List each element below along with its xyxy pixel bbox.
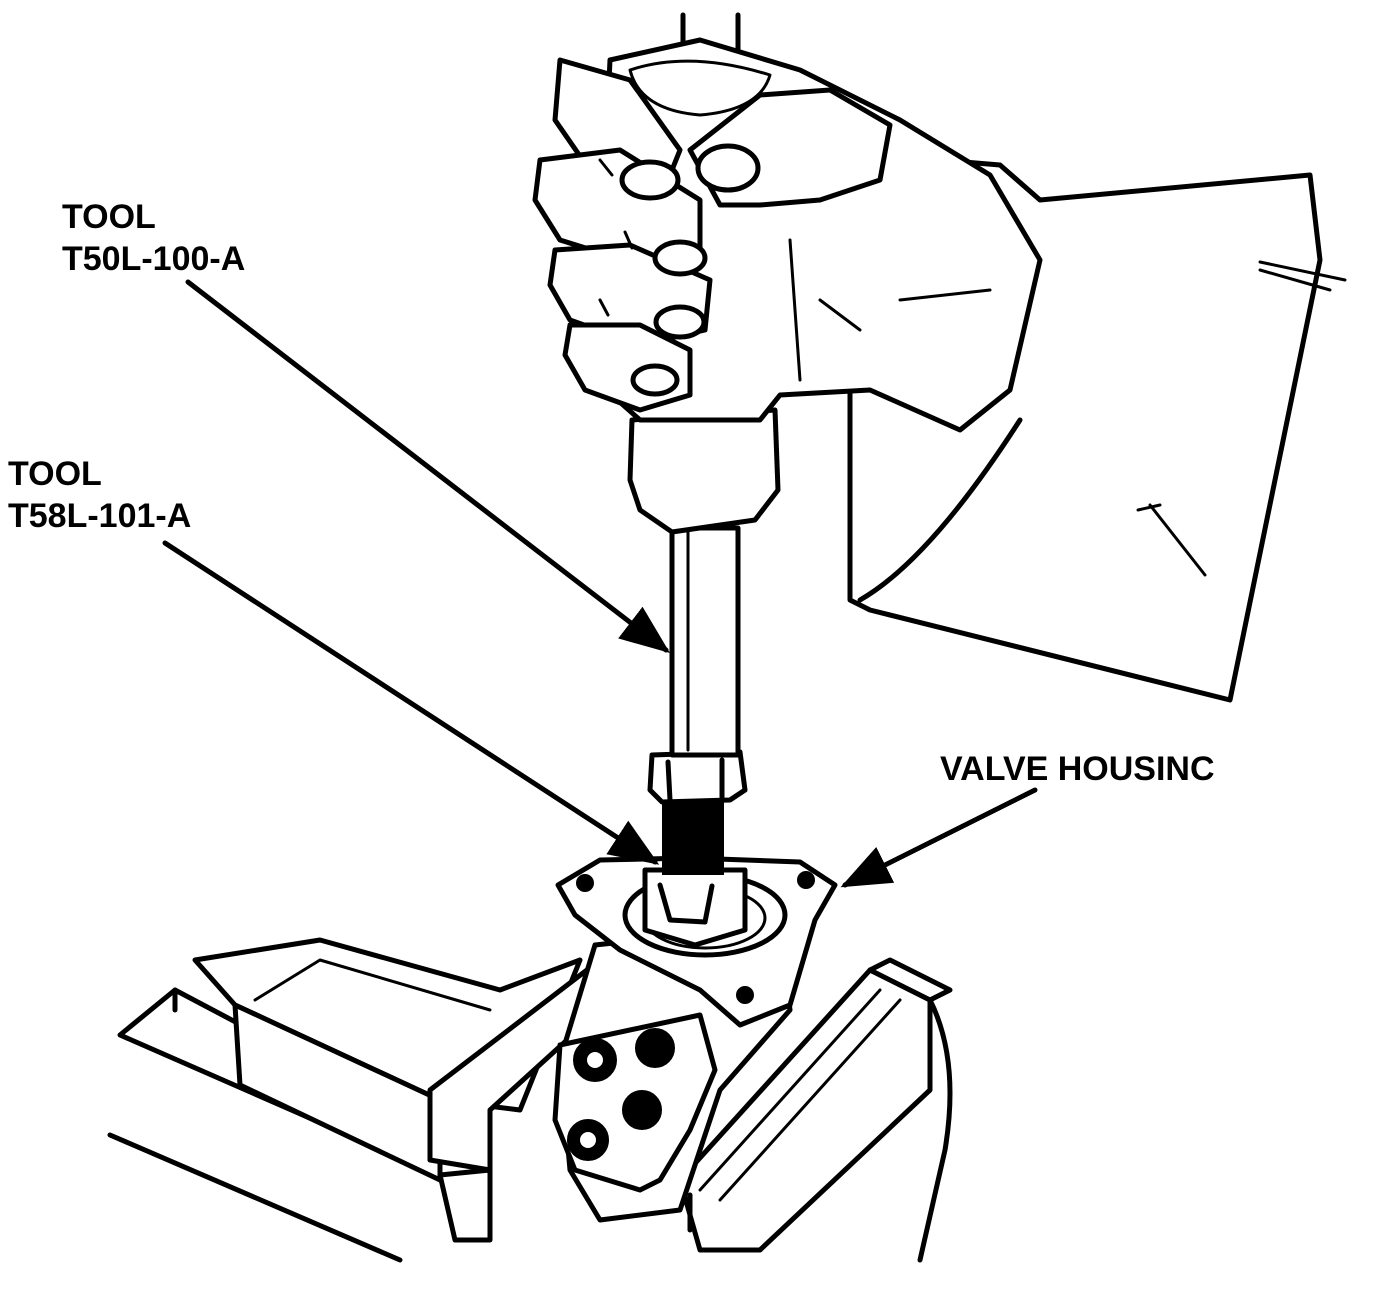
adapter-nut — [642, 867, 748, 948]
sleeve-crease — [1148, 503, 1207, 577]
knuckle-mark-1 — [598, 158, 614, 177]
label-valve-housing: VALVE HOUSINC — [940, 750, 1215, 788]
port-hole-3 — [622, 1090, 662, 1130]
knuckle-mark-3 — [598, 298, 610, 317]
port-hole-2 — [635, 1028, 675, 1068]
tool-t58l-101-a — [642, 790, 748, 948]
fingernail-3 — [653, 304, 707, 340]
leader-valve-housing — [840, 787, 1038, 888]
tool-t50l-100-a — [627, 12, 781, 805]
label-tool2-line1: TOOL — [8, 455, 102, 493]
label-tool1-line2: T50L-100-A — [62, 240, 245, 278]
callout-leaders — [162, 279, 1038, 888]
slide-hammer-shaft — [669, 525, 741, 758]
fingernail-4 — [630, 363, 680, 397]
adapter-nut-flat — [657, 882, 715, 925]
sleeve-crease-tip — [1136, 503, 1162, 512]
vise-right-jaw-line — [698, 988, 882, 1192]
hex-edge-1 — [665, 759, 673, 803]
flange-bolt-hole-bottom — [736, 986, 754, 1004]
vise-jaw-inner-line — [253, 958, 492, 1012]
port-hole-4-center — [580, 1132, 596, 1148]
hand-gripping-tool — [532, 37, 1347, 703]
bench-line — [107, 1132, 403, 1263]
flange-bolt-hole-left — [576, 874, 594, 892]
leader-tool-t58l-101-a — [162, 540, 660, 865]
slide-hammer-hex-nut — [647, 749, 748, 805]
sleeve-wrinkle-2 — [1258, 268, 1332, 292]
label-tool1-line1: TOOL — [62, 198, 156, 236]
palm-crease-3 — [898, 288, 992, 302]
fingernail-2 — [652, 239, 708, 277]
palm-crease-1 — [788, 238, 802, 382]
thumbnail — [695, 143, 761, 193]
label-tool2-line2: T58L-101-A — [8, 497, 191, 535]
vise-left-jaw-foot — [437, 1167, 493, 1243]
fingernail-1 — [619, 159, 681, 201]
slide-hammer-handle — [627, 407, 781, 535]
sleeve-wrinkle — [1258, 260, 1347, 282]
knuckle-mark-2 — [623, 230, 634, 250]
leader-tool-t50l-100-a — [185, 279, 670, 654]
wrist-line — [857, 417, 1023, 603]
vise-right-body — [917, 997, 953, 1263]
flange-bolt-hole-right — [797, 871, 815, 889]
palm-crease-2 — [818, 298, 862, 332]
port-hole-1-center — [587, 1052, 603, 1068]
bench-vise — [107, 937, 953, 1263]
vise-right-jaw-line-2 — [718, 998, 902, 1202]
vise-right-jaw-top — [867, 957, 953, 1003]
